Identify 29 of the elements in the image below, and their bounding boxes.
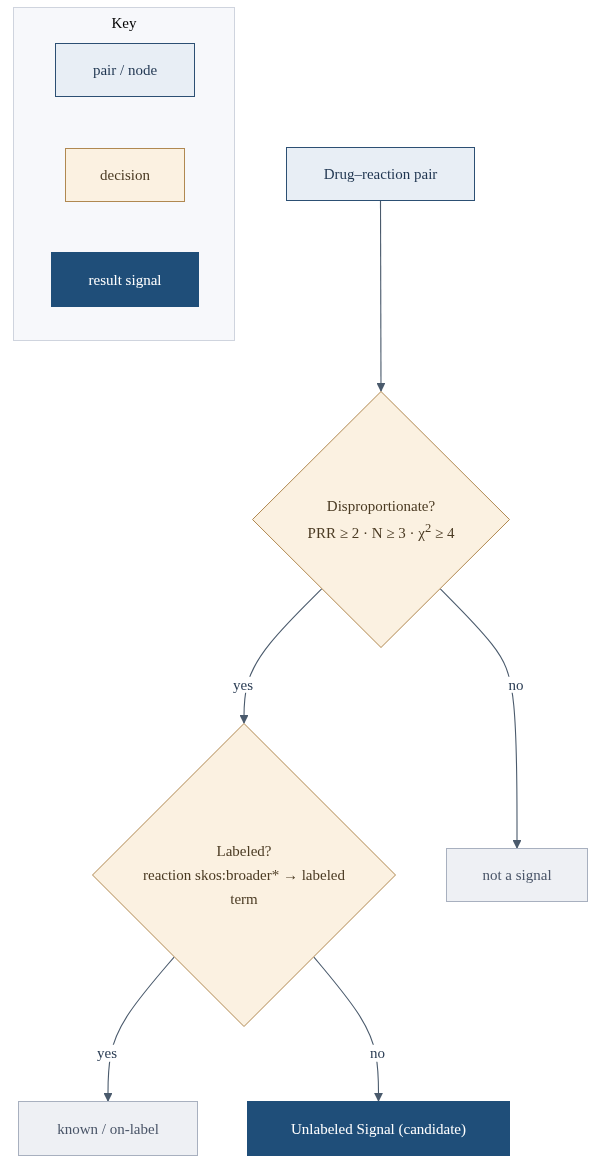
- key-title: Key: [111, 14, 137, 33]
- arrow: [103, 956, 175, 1102]
- edge-label: yes: [231, 676, 255, 694]
- edge-label: no: [506, 676, 526, 694]
- key-panel: [13, 7, 235, 341]
- node-label: Drug–reaction pair: [323, 165, 438, 184]
- result-box: [51, 252, 199, 307]
- node-label: known / on-label: [57, 1119, 159, 1139]
- outcome-box: [446, 848, 588, 902]
- process-box: [55, 43, 195, 97]
- arrow: [439, 588, 522, 849]
- process-box: [65, 148, 185, 202]
- node-label: PRR ≥ 2 · N ≥ 3 · χ$^{2}$ ≥ 4: [307, 520, 455, 543]
- node-label: pair / node: [92, 61, 158, 80]
- node-label: not a signal: [482, 866, 552, 885]
- node-label: result signal: [88, 270, 162, 290]
- arrow: [313, 956, 383, 1102]
- node-label: reaction skos:broader* → labeled term: [142, 866, 346, 909]
- process-box: [286, 147, 475, 201]
- edge-label: yes: [95, 1044, 119, 1062]
- arrow: [376, 200, 386, 392]
- edge-label: no: [368, 1044, 387, 1062]
- result-box: [247, 1101, 510, 1156]
- node-label: Labeled?: [216, 842, 272, 861]
- outcome-box: [18, 1101, 198, 1156]
- arrow: [239, 588, 323, 724]
- node-label: Unlabeled Signal (candidate): [291, 1119, 466, 1139]
- node-label: Disproportionate?: [326, 497, 436, 516]
- node-label: decision: [100, 166, 150, 185]
